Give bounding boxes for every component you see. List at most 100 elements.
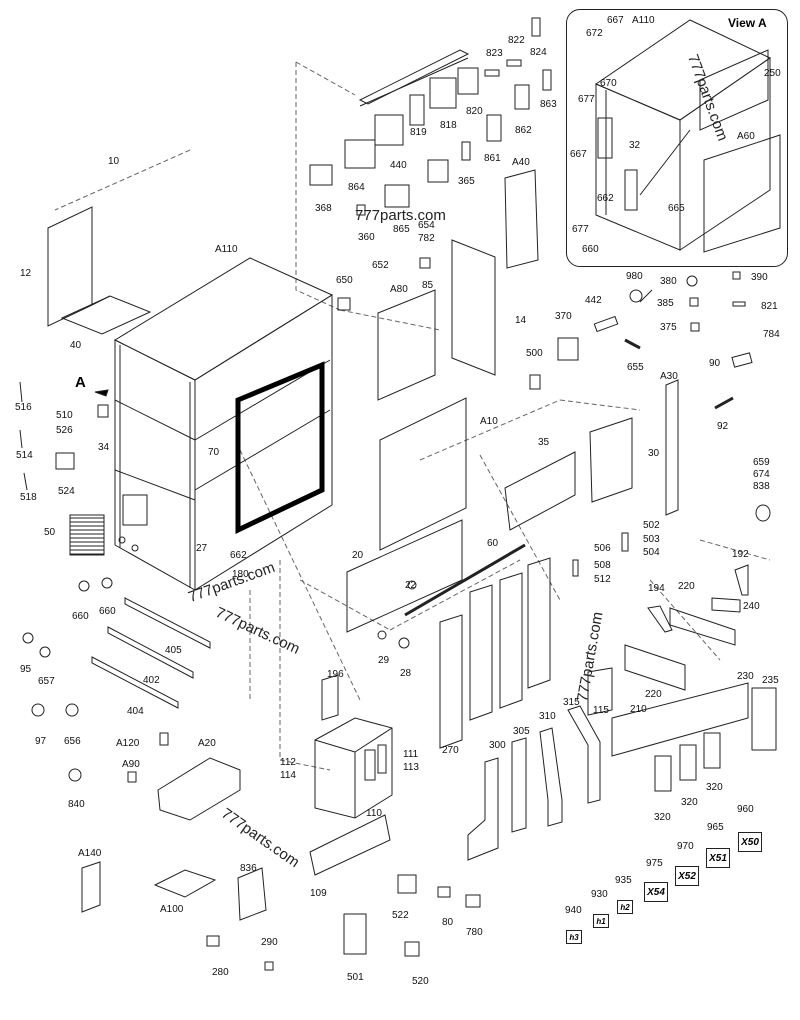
part-label: 12 <box>20 268 32 279</box>
part-label: 838 <box>753 481 770 492</box>
part-label: 674 <box>753 469 770 480</box>
part-label: 300 <box>489 740 506 751</box>
plate-20 <box>346 519 463 633</box>
part-label: 305 <box>513 726 530 737</box>
part-label: 506 <box>594 543 611 554</box>
part-label: 930 <box>591 889 608 900</box>
part-label: 360 <box>358 232 375 243</box>
part-label: 823 <box>486 48 503 59</box>
part-label: 440 <box>390 160 407 171</box>
part-label: 40 <box>70 340 82 351</box>
fasteners <box>19 381 417 782</box>
part-label: 677 <box>572 224 589 235</box>
part-label: 821 <box>761 301 778 312</box>
part-label: 22 <box>405 580 417 591</box>
part-label: 110 <box>366 808 382 819</box>
part-label: 30 <box>648 448 660 459</box>
cabinet-frame-a110 <box>113 257 334 591</box>
part-label: 522 <box>392 910 409 921</box>
part-label: 861 <box>484 153 501 164</box>
part-label: 677 <box>578 94 595 105</box>
part-label: 114 <box>280 770 296 781</box>
part-label: 654 <box>418 220 435 231</box>
part-label: 516 <box>15 402 32 413</box>
small-parts <box>529 271 771 633</box>
part-label: 442 <box>585 295 602 306</box>
plate-115 <box>587 667 613 716</box>
assembly-guidelines <box>54 61 771 771</box>
part-label: 280 <box>212 967 229 978</box>
rail-402 <box>107 626 194 679</box>
part-label: 935 <box>615 875 632 886</box>
tray-110 <box>309 814 391 876</box>
part-label: 85 <box>422 280 434 291</box>
part-label: 650 <box>336 275 353 286</box>
part-label: A60 <box>737 131 755 142</box>
part-label: 370 <box>555 311 572 322</box>
part-label: 290 <box>261 937 278 948</box>
grille-50 <box>69 514 105 556</box>
side-panel-12 <box>47 206 93 327</box>
cover-a20 <box>157 757 241 821</box>
view-arrow-label: A <box>75 374 86 391</box>
bracket-315 <box>567 705 601 804</box>
part-label: 60 <box>487 538 499 549</box>
part-label: 865 <box>393 224 410 235</box>
breaker-112 <box>314 717 393 819</box>
part-label: 113 <box>403 762 419 773</box>
part-label: 320 <box>681 797 698 808</box>
part-label: 111 <box>403 749 419 760</box>
tag-x52: X52 <box>675 866 699 886</box>
part-label: 662 <box>230 550 247 561</box>
part-label: 380 <box>660 276 677 287</box>
part-label: 782 <box>418 233 435 244</box>
part-label: 940 <box>565 905 582 916</box>
din-rail <box>358 49 470 105</box>
part-label: 514 <box>16 450 33 461</box>
plate-235 <box>751 687 777 751</box>
part-label: 320 <box>706 782 723 793</box>
bracket-40 <box>60 295 152 335</box>
plate-a40 <box>504 169 539 269</box>
part-label: A20 <box>198 738 216 749</box>
plate-836 <box>237 867 267 921</box>
part-label: 975 <box>646 858 663 869</box>
part-label: 818 <box>440 120 457 131</box>
part-label: 220 <box>645 689 662 700</box>
part-label: 670 <box>600 78 617 89</box>
view-a-title: View A <box>728 16 767 30</box>
busbar-210 <box>611 682 749 757</box>
part-label: 501 <box>347 972 364 983</box>
part-label: 240 <box>743 601 760 612</box>
part-label: 50 <box>44 527 56 538</box>
panel-14 <box>451 239 496 376</box>
part-label: 385 <box>657 298 674 309</box>
part-label: A80 <box>390 284 408 295</box>
part-label: A140 <box>78 848 102 859</box>
part-label: 508 <box>594 560 611 571</box>
part-label: 510 <box>56 410 73 421</box>
part-label: 97 <box>35 736 47 747</box>
tag-h2: h2 <box>617 900 633 914</box>
part-label: 524 <box>58 486 75 497</box>
part-label: 230 <box>737 671 754 682</box>
part-label: 405 <box>165 645 182 656</box>
strip-a30 <box>665 379 679 516</box>
view-arrow <box>94 389 109 397</box>
part-label: 657 <box>38 676 55 687</box>
tag-h1: h1 <box>593 914 609 928</box>
part-label: 109 <box>310 888 327 899</box>
part-label: 652 <box>372 260 389 271</box>
part-label: 780 <box>466 927 483 938</box>
part-label: 655 <box>627 362 644 373</box>
tag-h3: h3 <box>566 930 582 944</box>
busbar-270 <box>439 614 463 749</box>
door-seal-70 <box>235 361 325 534</box>
part-label: 660 <box>72 611 89 622</box>
part-label: A110 <box>215 244 238 255</box>
plate-a100 <box>153 869 217 898</box>
bracket-310 <box>539 727 563 827</box>
part-label: 14 <box>515 315 527 326</box>
part-label: 965 <box>707 822 724 833</box>
rail-404 <box>91 656 179 709</box>
